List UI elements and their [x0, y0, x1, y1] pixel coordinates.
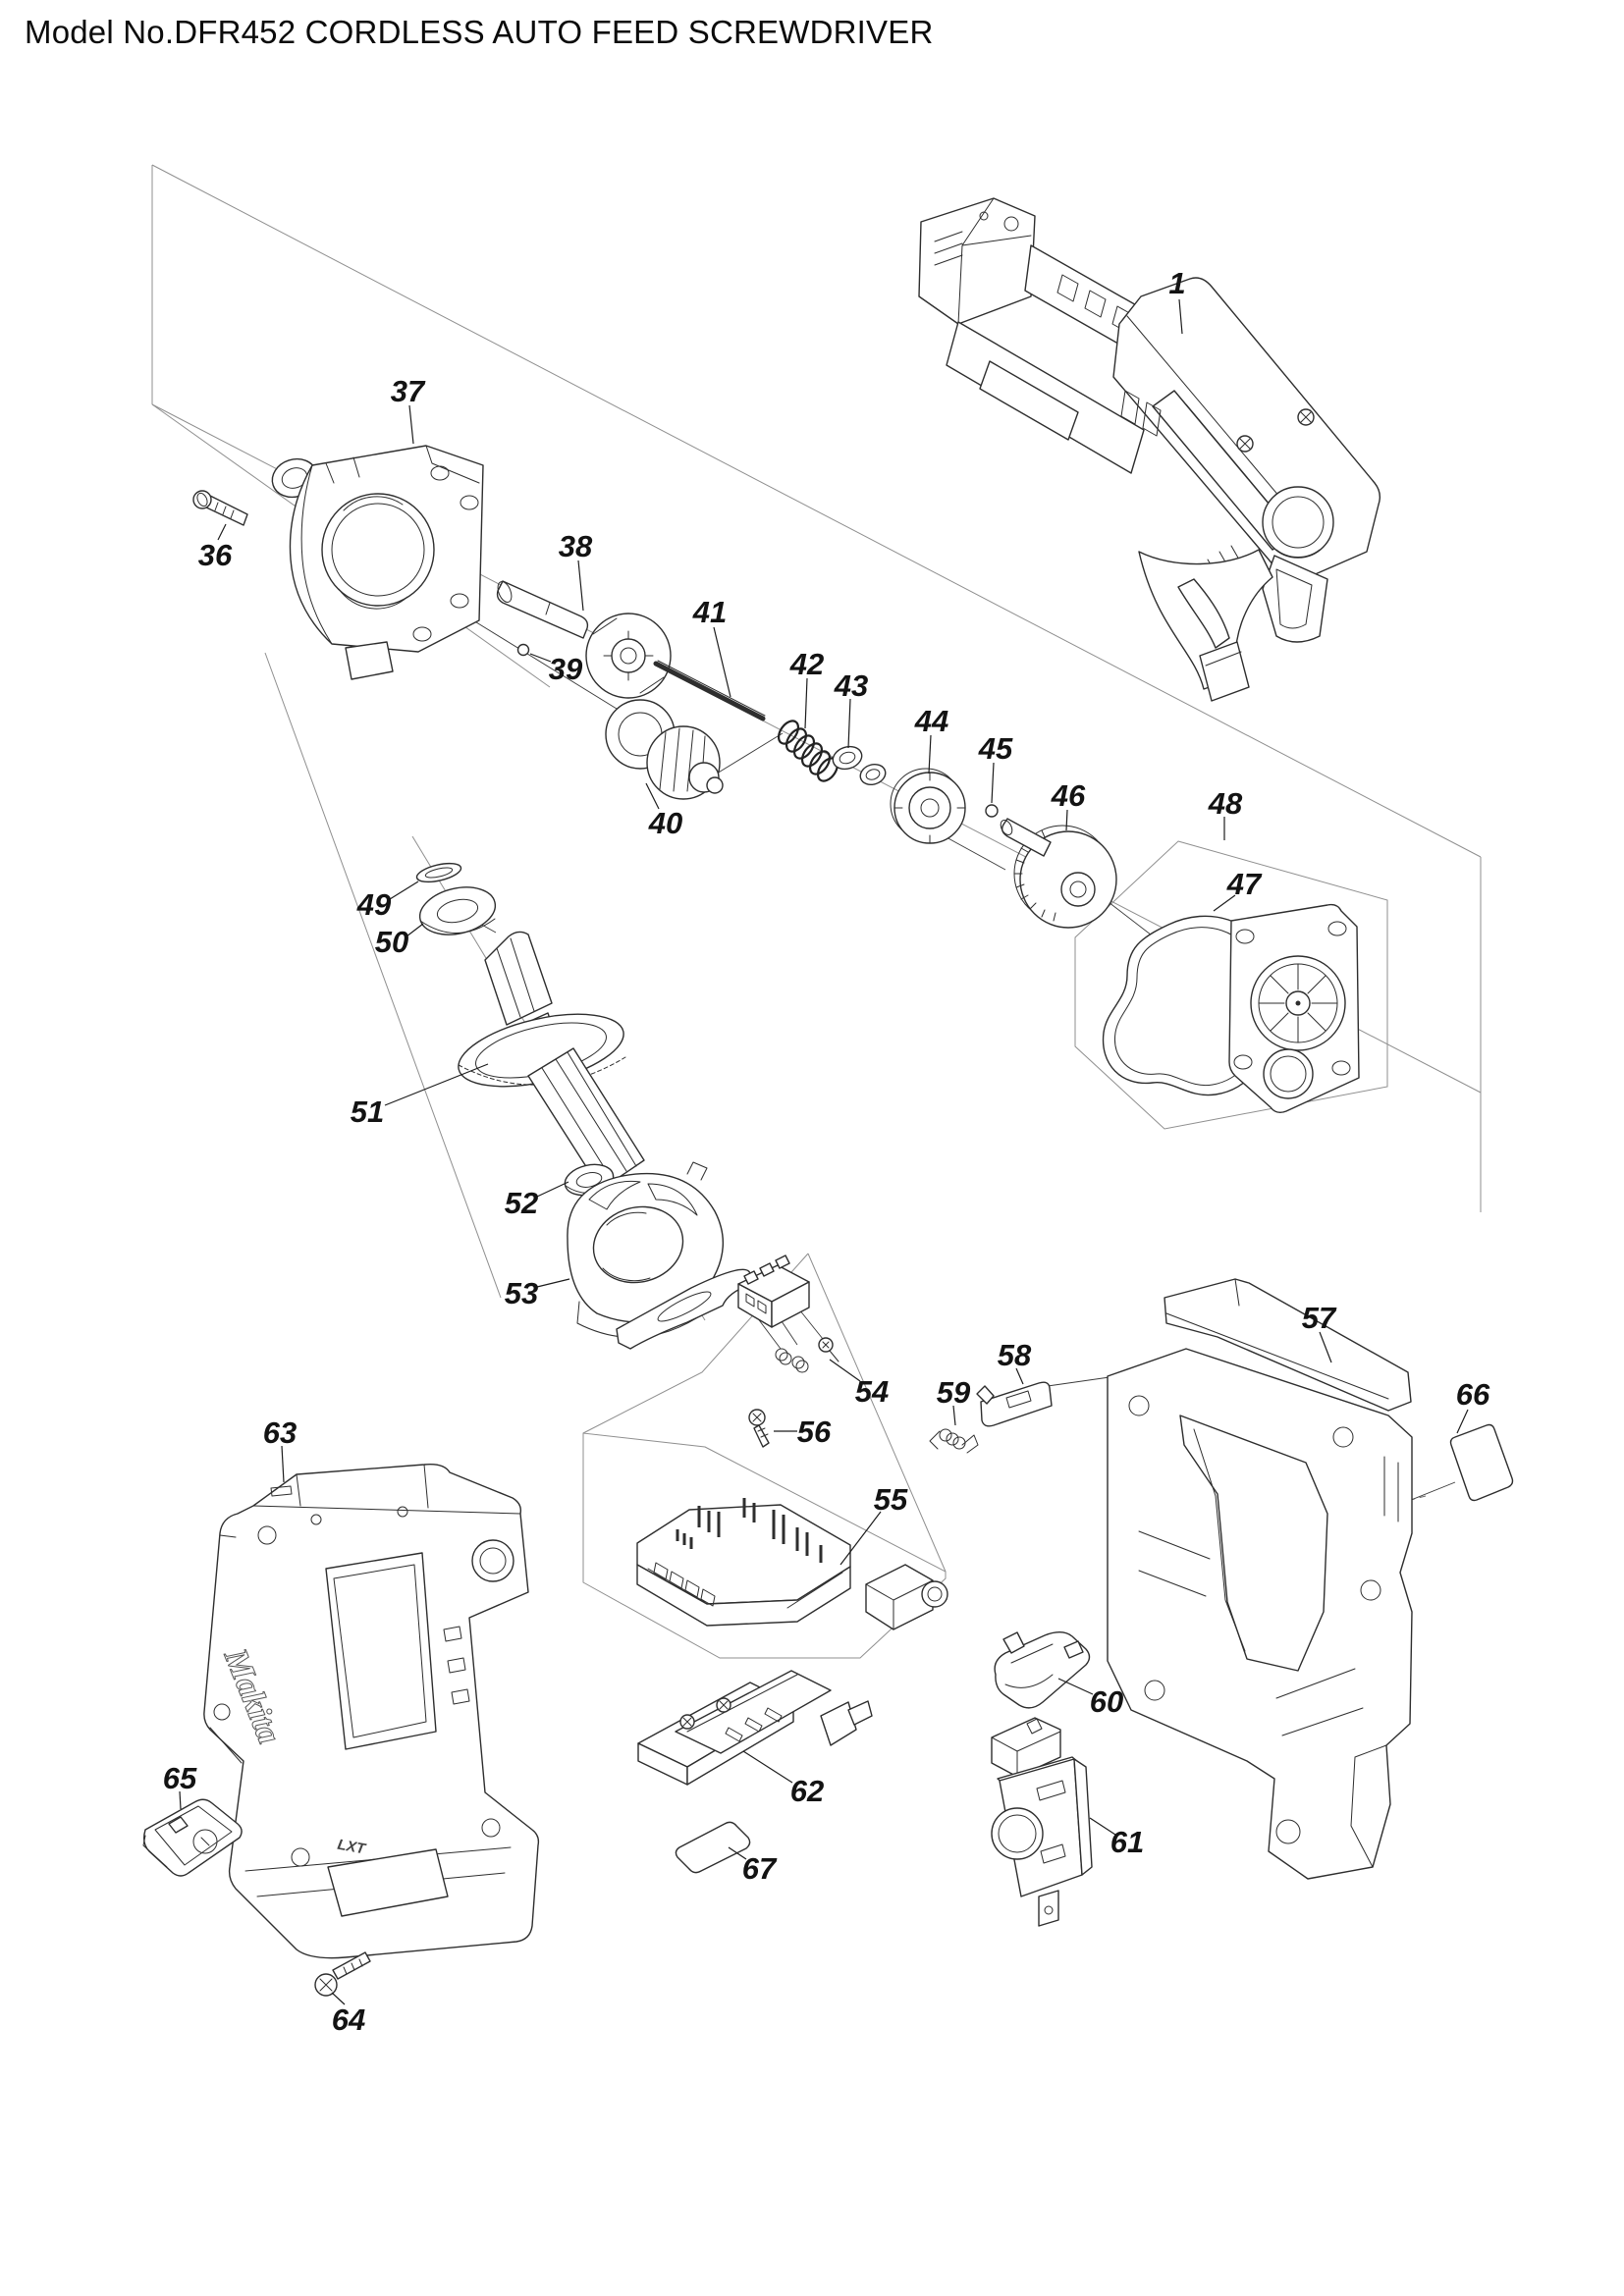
- part-leader-38: [577, 560, 584, 612]
- part-58-latch: [976, 1381, 1053, 1427]
- part-57-housing-right: [1107, 1278, 1413, 1880]
- part-label-55: 55: [874, 1482, 908, 1517]
- part-48-bearing-box: [1228, 903, 1360, 1114]
- inscription-lxt: LXT: [336, 1837, 368, 1858]
- part-label-50: 50: [375, 925, 408, 959]
- part-leader-59: [952, 1405, 956, 1426]
- part-leader-62: [742, 1750, 793, 1784]
- part-label-43: 43: [834, 668, 868, 703]
- part-63-housing-left: [203, 1463, 540, 1959]
- part-label-54: 54: [855, 1374, 889, 1409]
- part-leader-49: [389, 881, 419, 900]
- part-label-52: 52: [505, 1186, 538, 1220]
- page-title: Model No.DFR452 CORDLESS AUTO FEED SCREW…: [25, 14, 934, 50]
- part-label-48: 48: [1208, 786, 1243, 821]
- part-leader-1: [1178, 298, 1183, 335]
- part-label-66: 66: [1456, 1377, 1490, 1412]
- part-label-58: 58: [998, 1338, 1032, 1372]
- part-leader-58: [1015, 1367, 1024, 1385]
- part-53-field: [567, 1161, 725, 1338]
- part-label-47: 47: [1226, 867, 1263, 901]
- part-label-49: 49: [356, 887, 392, 922]
- part-label-38: 38: [559, 529, 593, 563]
- part-67-label-sticker: [675, 1821, 751, 1874]
- part-leader-54: [829, 1359, 861, 1382]
- part-leader-57: [1319, 1331, 1332, 1363]
- part-label-42: 42: [789, 647, 824, 681]
- part-label-39: 39: [549, 652, 583, 686]
- part-1-feeder-assembly: [918, 197, 1381, 702]
- part-56-screw: [748, 1409, 770, 1448]
- part-label-63: 63: [263, 1415, 297, 1450]
- part-leader-37: [408, 404, 414, 445]
- part-leader-50: [406, 923, 424, 937]
- part-leader-46: [1065, 809, 1068, 831]
- part-37-gear-housing: [271, 445, 484, 680]
- part-label-36: 36: [198, 538, 233, 572]
- part-59-spring-clip: [929, 1428, 979, 1454]
- part-leader-47: [1213, 894, 1236, 912]
- part-leader-36: [217, 523, 227, 541]
- part-leader-45: [991, 762, 995, 804]
- part-leader-41: [713, 626, 731, 698]
- part-label-45: 45: [978, 731, 1013, 766]
- part-label-67: 67: [742, 1851, 778, 1886]
- part-66-label-sticker: [1449, 1423, 1514, 1502]
- part-45-steel-ball: [985, 804, 999, 818]
- part-label-57: 57: [1302, 1301, 1337, 1335]
- part-40-clutch: [605, 699, 724, 800]
- part-label-44: 44: [914, 704, 948, 738]
- part-44-clutch-cam: [890, 768, 966, 844]
- part-label-59: 59: [937, 1375, 971, 1410]
- part-60-hook: [994, 1631, 1091, 1709]
- parts-artwork: [142, 197, 1514, 1997]
- part-65-cap: [142, 1798, 243, 1877]
- part-label-64: 64: [332, 2002, 365, 2037]
- part-label-60: 60: [1090, 1684, 1123, 1719]
- part-39-pin: [516, 643, 530, 657]
- part-label-56: 56: [797, 1415, 832, 1449]
- part-leader-66: [1456, 1409, 1469, 1434]
- part-36-screw: [192, 490, 248, 526]
- part-38-spindle: [496, 580, 672, 699]
- part-leader-64: [331, 1992, 346, 2005]
- part-leader-39: [529, 653, 552, 663]
- part-49-washer: [415, 862, 462, 883]
- part-leader-63: [281, 1445, 285, 1483]
- part-leader-61: [1089, 1817, 1116, 1836]
- part-46-spur-gear: [1000, 818, 1117, 929]
- part-62-lock-lever: [637, 1670, 873, 1786]
- part-leader-53: [536, 1278, 570, 1288]
- part-label-1: 1: [1168, 266, 1185, 300]
- part-label-61: 61: [1110, 1825, 1144, 1859]
- part-50-bearing: [418, 886, 497, 935]
- part-label-40: 40: [648, 806, 682, 840]
- part-leader-51: [384, 1063, 489, 1106]
- part-42-spring: [777, 720, 839, 782]
- part-64-screw: [314, 1951, 371, 1997]
- part-61-switch: [991, 1717, 1093, 1927]
- part-leader-40: [645, 782, 660, 810]
- part-43-washers: [832, 745, 887, 786]
- part-55-controller: [636, 1498, 948, 1630]
- part-label-51: 51: [351, 1095, 384, 1129]
- part-54-brush-holder-unit: [616, 1255, 839, 1373]
- part-label-37: 37: [391, 374, 426, 408]
- part-label-65: 65: [163, 1761, 197, 1795]
- part-leader-52: [536, 1181, 569, 1198]
- part-41-shaft-rod: [653, 660, 766, 721]
- part-leader-55: [839, 1511, 882, 1566]
- part-label-53: 53: [505, 1276, 538, 1310]
- part-leader-44: [928, 734, 932, 774]
- part-label-62: 62: [790, 1774, 824, 1808]
- part-label-41: 41: [692, 595, 727, 629]
- part-leader-43: [847, 698, 851, 749]
- part-leader-42: [804, 677, 808, 729]
- part-leader-65: [179, 1790, 182, 1810]
- part-leader-60: [1057, 1678, 1094, 1695]
- part-label-46: 46: [1051, 778, 1086, 813]
- part-leader-67: [728, 1846, 747, 1860]
